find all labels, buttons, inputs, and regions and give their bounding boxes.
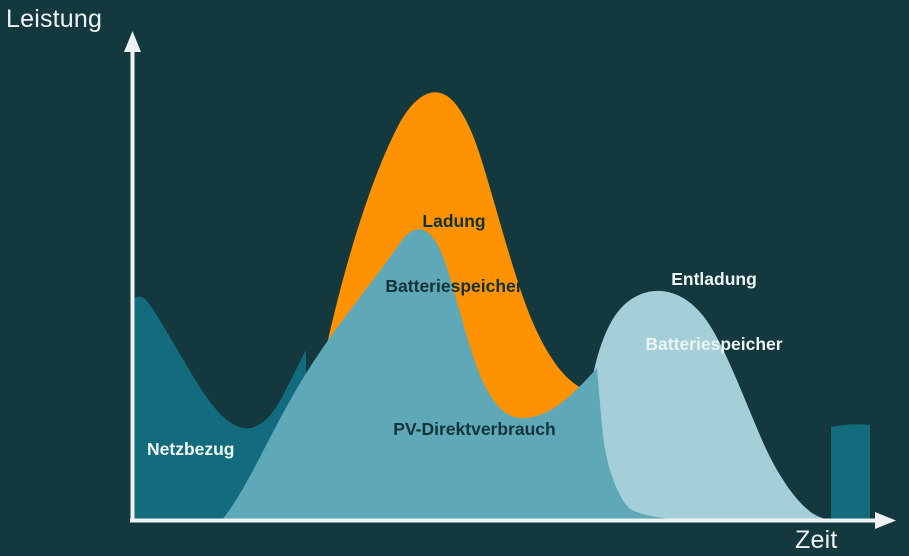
arrow-right-icon (875, 512, 896, 529)
series-area-pv-direktverbrauch (222, 229, 742, 521)
arrow-up-icon (124, 31, 141, 52)
series-area-netzbezug-evening (831, 424, 870, 520)
series-area-entladung-batteriespeicher (572, 290, 833, 520)
